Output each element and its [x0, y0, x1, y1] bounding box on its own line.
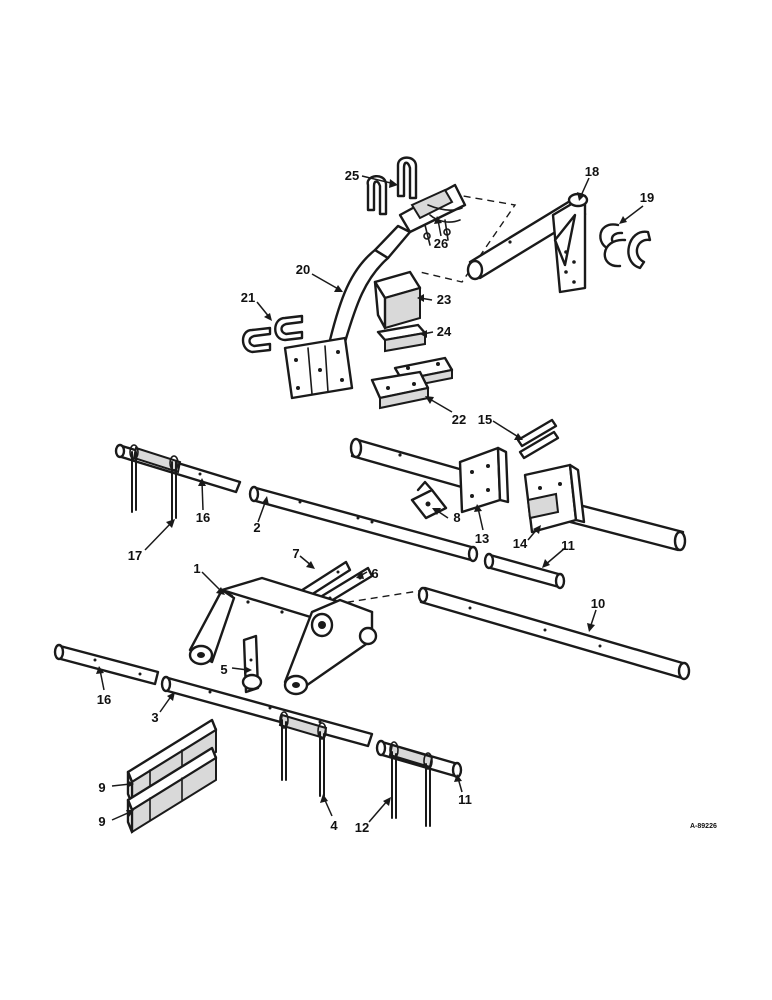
callout-5: 5 [220, 662, 227, 677]
part-25-u-bolts [366, 156, 418, 216]
part-26-safety-chain [423, 204, 463, 246]
part-18-hitch-tube [466, 192, 589, 294]
part-11-short-tube-upper [483, 552, 566, 590]
callout-11-lower: 11 [458, 792, 472, 807]
callout-26: 26 [434, 236, 448, 251]
callout-9-upper: 9 [98, 780, 105, 795]
callout-11-upper: 11 [561, 538, 575, 553]
callout-16-lower: 16 [97, 692, 111, 707]
callout-13: 13 [475, 531, 489, 546]
part-15-pins [516, 418, 560, 460]
part-12-rods [389, 741, 433, 827]
part-16-lower-tube [53, 643, 160, 686]
dashed-reference-lines [329, 191, 517, 606]
part-21-u-bolts [241, 314, 304, 354]
callout-14: 14 [513, 536, 528, 551]
callout-6: 6 [371, 566, 378, 581]
callout-12: 12 [355, 820, 369, 835]
callout-16-upper: 16 [196, 510, 210, 525]
part-19-u-bolts [599, 223, 652, 270]
part-1-main-frame [188, 576, 378, 696]
callout-18: 18 [585, 164, 599, 179]
drawing-code: A-89226 [690, 823, 717, 830]
part-4-rods [278, 711, 328, 797]
part-10-long-tube [417, 586, 691, 681]
callout-10: 10 [591, 596, 605, 611]
callout-1: 1 [193, 561, 200, 576]
callout-labels: 25 18 19 26 20 21 23 24 22 15 16 17 2 8 … [97, 164, 654, 835]
part-16-upper-tube [114, 443, 242, 494]
part-5-post [241, 634, 263, 694]
callout-21: 21 [241, 290, 255, 305]
callout-17: 17 [128, 548, 142, 563]
callout-7: 7 [292, 546, 299, 561]
callout-2: 2 [253, 520, 260, 535]
part-22-clamp-plates [370, 356, 454, 410]
part-13-bracket-tube [349, 437, 510, 514]
callout-20: 20 [296, 262, 310, 277]
part-2-long-tube [248, 485, 479, 563]
callout-15: 15 [478, 412, 492, 427]
callout-23: 23 [437, 292, 451, 307]
callout-19: 19 [640, 190, 654, 205]
callout-8: 8 [453, 510, 460, 525]
leader-lines [96, 175, 644, 823]
part-9-channel-plates [126, 718, 218, 834]
part-14-bracket-tube [523, 463, 687, 552]
callout-9-lower: 9 [98, 814, 105, 829]
callout-3: 3 [151, 710, 158, 725]
part-23-bracket [373, 270, 422, 330]
part-20-tongue-arm [283, 183, 467, 400]
callout-4: 4 [330, 818, 338, 833]
part-17-rods [129, 444, 179, 521]
callout-25: 25 [345, 168, 359, 183]
callout-24: 24 [437, 324, 452, 339]
callout-22: 22 [452, 412, 466, 427]
